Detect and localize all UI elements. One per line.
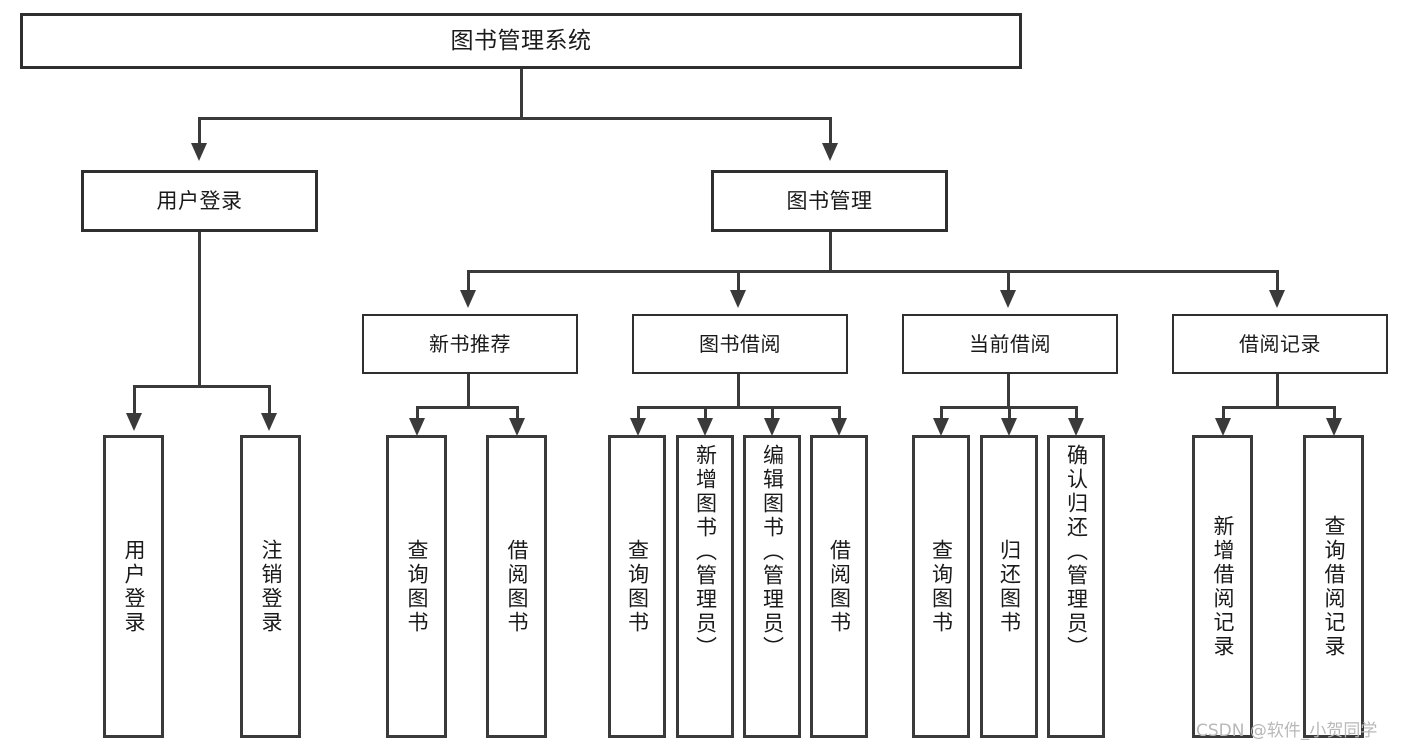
leaf-cb-return-book[interactable]: 归还图书 — [980, 435, 1038, 738]
leaf-cb-query-book[interactable]: 查询图书 — [912, 435, 970, 738]
leaf-cb-confirm-return-admin[interactable]: 确认归还（管理员） — [1047, 435, 1105, 738]
connector-cb-drop-2 — [1008, 406, 1011, 420]
leaf-user-login-logout[interactable]: 注销登录 — [240, 435, 301, 738]
arrow-user-login-to-leaf-2 — [261, 413, 277, 431]
node-label: 图书管理系统 — [450, 27, 592, 54]
leaf-user-login-login[interactable]: 用户登录 — [103, 435, 164, 738]
leaf-nbr-borrow-book[interactable]: 借阅图书 — [486, 435, 547, 738]
leaf-bb-edit-book-admin[interactable]: 编辑图书（管理员） — [743, 435, 801, 738]
connector-user-login-stem — [198, 232, 201, 387]
arrow-cb-to-leaf-1 — [933, 418, 949, 436]
connector-nbr-stem — [467, 374, 470, 408]
leaf-br-add-record[interactable]: 新增借阅记录 — [1192, 435, 1253, 738]
connector-br-drop-1 — [1222, 406, 1225, 420]
node-label: 图书借阅 — [699, 331, 781, 356]
node-borrow-record[interactable]: 借阅记录 — [1172, 314, 1388, 374]
leaf-label: 查询图书 — [625, 538, 650, 635]
connector-book-management-bus — [467, 270, 1279, 273]
node-current-borrow[interactable]: 当前借阅 — [902, 314, 1118, 374]
leaf-label: 新增图书（管理员） — [693, 444, 718, 660]
arrow-user-login-to-leaf-1 — [126, 413, 142, 431]
leaf-label: 借阅图书 — [505, 538, 529, 635]
arrow-cb-to-leaf-3 — [1068, 418, 1084, 436]
leaf-label: 编辑图书（管理员） — [760, 444, 785, 660]
leaf-label: 借阅图书 — [827, 538, 852, 635]
connector-cb-stem — [1007, 374, 1010, 408]
arrow-root-to-user-login — [191, 143, 207, 161]
connector-bb-drop-2 — [704, 406, 707, 420]
node-book-borrow[interactable]: 图书借阅 — [632, 314, 848, 374]
node-label: 当前借阅 — [969, 331, 1051, 356]
arrow-nbr-to-leaf-1 — [409, 418, 425, 436]
arrow-bm-to-new-book-recommend — [460, 290, 476, 308]
node-user-login[interactable]: 用户登录 — [81, 170, 318, 232]
connector-bb-drop-1 — [637, 406, 640, 420]
connector-root-bus — [198, 117, 832, 120]
connector-bb-drop-3 — [771, 406, 774, 420]
leaf-nbr-query-book[interactable]: 查询图书 — [386, 435, 447, 738]
connector-br-bus — [1222, 406, 1336, 409]
leaf-bb-add-book-admin[interactable]: 新增图书（管理员） — [676, 435, 734, 738]
csdn-watermark: CSDN @软件_小贺同学 — [1196, 716, 1377, 741]
leaf-label: 归还图书 — [997, 538, 1022, 635]
arrow-bm-to-current-borrow — [1000, 290, 1016, 308]
connector-bm-drop-current-borrow — [1007, 270, 1010, 292]
arrow-bb-to-leaf-3 — [764, 418, 780, 436]
connector-user-login-bus — [133, 385, 270, 388]
arrow-bm-to-borrow-record — [1269, 290, 1285, 308]
leaf-label: 用户登录 — [122, 538, 146, 635]
arrow-cb-to-leaf-2 — [1001, 418, 1017, 436]
leaf-label: 注销登录 — [259, 538, 283, 635]
leaf-label: 查询图书 — [929, 538, 954, 635]
connector-bm-drop-new-book — [467, 270, 470, 292]
node-label: 借阅记录 — [1239, 331, 1321, 356]
arrow-root-to-book-management — [822, 143, 838, 161]
connector-root-drop-book-management — [829, 117, 832, 145]
connector-user-login-drop-1 — [133, 385, 136, 415]
connector-root-drop-user-login — [198, 117, 201, 145]
arrow-bb-to-leaf-4 — [831, 418, 847, 436]
connector-root-stem — [520, 69, 523, 119]
node-label: 新书推荐 — [429, 331, 511, 356]
node-new-book-recommend[interactable]: 新书推荐 — [362, 314, 578, 374]
connector-bb-bus — [637, 406, 840, 409]
node-root-book-management-system[interactable]: 图书管理系统 — [20, 13, 1022, 69]
arrow-br-to-leaf-1 — [1215, 418, 1231, 436]
arrow-bb-to-leaf-2 — [697, 418, 713, 436]
arrow-bm-to-book-borrow — [730, 290, 746, 308]
connector-nbr-drop-1 — [416, 406, 419, 420]
leaf-label: 查询图书 — [405, 538, 429, 635]
connector-cb-drop-3 — [1075, 406, 1078, 420]
connector-br-stem — [1276, 374, 1279, 408]
leaf-br-query-record[interactable]: 查询借阅记录 — [1303, 435, 1364, 738]
connector-bm-drop-book-borrow — [737, 270, 740, 292]
connector-nbr-bus — [416, 406, 519, 409]
node-label: 图书管理 — [786, 188, 873, 213]
watermark-text: CSDN @软件_小贺同学 — [1196, 721, 1378, 741]
connector-bb-stem — [737, 374, 740, 408]
node-book-management[interactable]: 图书管理 — [711, 170, 948, 232]
node-label: 用户登录 — [156, 188, 243, 213]
connector-bb-drop-4 — [838, 406, 841, 420]
leaf-bb-borrow-book[interactable]: 借阅图书 — [810, 435, 868, 738]
connector-nbr-drop-2 — [516, 406, 519, 420]
leaf-label: 查询借阅记录 — [1322, 514, 1346, 659]
arrow-bb-to-leaf-1 — [630, 418, 646, 436]
arrow-nbr-to-leaf-2 — [509, 418, 525, 436]
leaf-bb-query-book[interactable]: 查询图书 — [608, 435, 666, 738]
connector-cb-drop-1 — [940, 406, 943, 420]
connector-br-drop-2 — [1333, 406, 1336, 420]
leaf-label: 新增借阅记录 — [1211, 514, 1235, 659]
connector-bm-drop-borrow-record — [1276, 270, 1279, 292]
connector-book-management-stem — [829, 232, 832, 272]
leaf-label: 确认归还（管理员） — [1064, 444, 1089, 660]
connector-user-login-drop-2 — [268, 385, 271, 415]
arrow-br-to-leaf-2 — [1326, 418, 1342, 436]
